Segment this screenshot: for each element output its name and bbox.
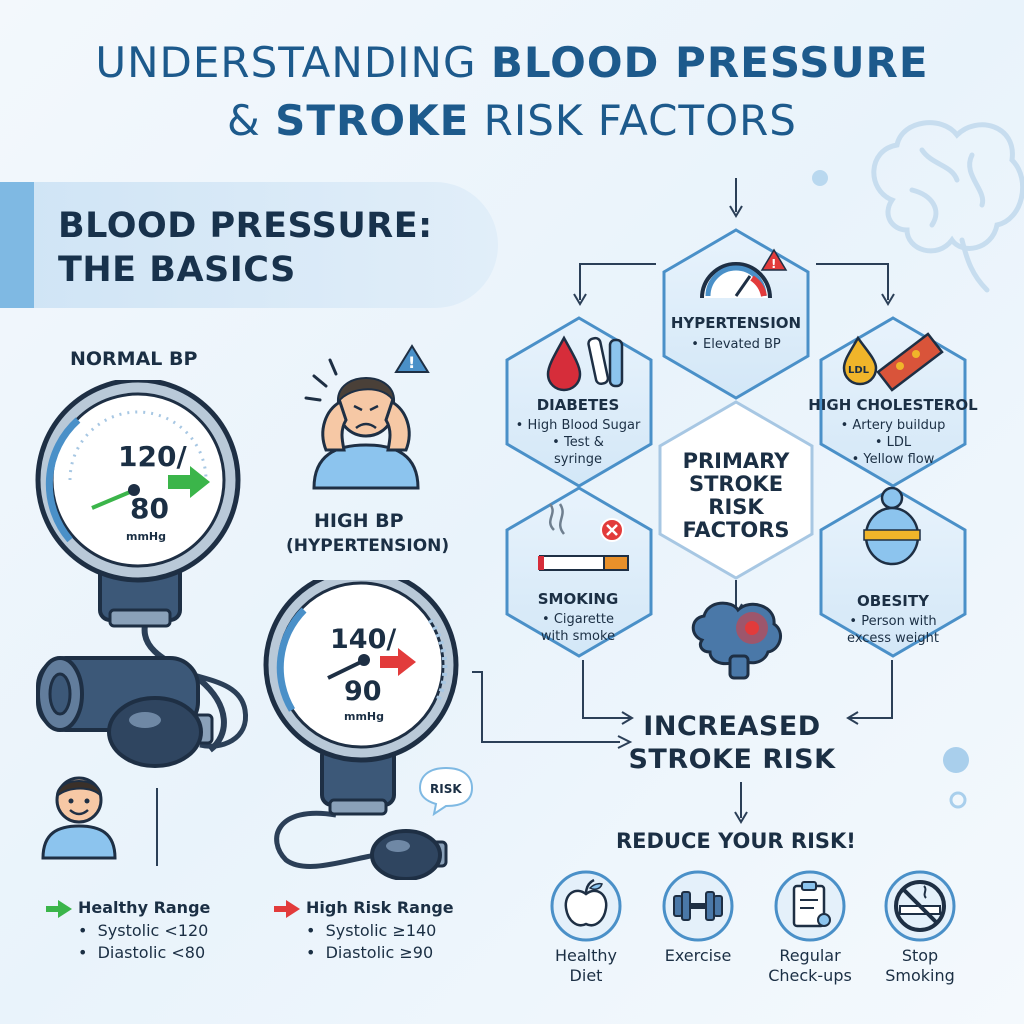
- stressed-person-icon: !: [304, 344, 430, 490]
- svg-text:RISK: RISK: [430, 782, 462, 796]
- diabetes-factor: DIABETES • High Blood Sugar • Test & syr…: [515, 396, 641, 467]
- ldl-artery-icon: LDL: [842, 332, 944, 392]
- high-gauge-top: 140/: [330, 624, 396, 655]
- hypertension-gauge-icon: !: [700, 248, 788, 299]
- risk-speech-bubble: RISK: [418, 766, 474, 816]
- healthy-range-title: Healthy Range: [78, 898, 211, 917]
- hex-obesity: [819, 486, 967, 658]
- high-bp-label: HIGH BP: [314, 510, 404, 532]
- apple-icon: [550, 870, 622, 942]
- tip-exercise: Exercise: [664, 946, 732, 965]
- basics-banner: BLOOD PRESSURE:THE BASICS: [0, 182, 498, 308]
- connector-arrow: [472, 671, 633, 749]
- red-arrow-icon: [274, 900, 300, 918]
- svg-text:LDL: LDL: [848, 365, 870, 376]
- increased-stroke-risk: INCREASED STROKE RISK: [628, 711, 836, 775]
- high-bp-gauge: 140/ 90 mmHg: [263, 580, 459, 880]
- blood-drop-icon: [546, 335, 624, 392]
- high-risk-range-item: • Systolic ≥140: [306, 921, 437, 940]
- dumbbell-icon: [662, 870, 734, 942]
- decor-dots-icon: [943, 747, 969, 809]
- risk-factor-network: ! LDL: [505, 178, 967, 725]
- stroke-brain-icon: [691, 601, 783, 680]
- hypertension-factor: HYPERTENSION • Elevated BP: [670, 314, 802, 352]
- high-gauge-bottom: 90: [344, 676, 382, 707]
- high-gauge-unit: mmHg: [344, 710, 384, 723]
- smoking-factor: SMOKING • Cigarette with smoke: [537, 590, 619, 644]
- normal-gauge-unit: mmHg: [126, 530, 166, 543]
- normal-gauge-bottom: 80: [130, 492, 169, 525]
- healthy-range-item: • Diastolic <80: [78, 943, 206, 962]
- svg-text:!: !: [408, 353, 415, 372]
- down-arrow: [734, 782, 748, 824]
- healthy-person-icon: [41, 776, 117, 860]
- divider-line: [156, 788, 158, 866]
- primary-risk-factors-center: PRIMARY STROKE RISK FACTORS: [682, 449, 790, 542]
- brain-outline-icon: [871, 120, 1024, 293]
- obese-person-icon: [863, 486, 921, 566]
- cholesterol-factor: HIGH CHOLESTEROL • Artery buildup • LDL …: [808, 396, 978, 467]
- normal-bp-label: NORMAL BP: [70, 348, 198, 370]
- no-smoking-icon: [884, 870, 956, 942]
- page-title-line1: UNDERSTANDING BLOOD PRESSURE: [95, 38, 929, 87]
- high-risk-range-item: • Diastolic ≥90: [306, 943, 434, 962]
- green-arrow-icon: [46, 900, 72, 918]
- cigarette-icon: [538, 503, 629, 571]
- svg-text:!: !: [771, 257, 776, 271]
- high-risk-range-title: High Risk Range: [306, 898, 454, 917]
- obesity-factor: OBESITY • Person with excess weight: [847, 592, 939, 646]
- high-bp-sublabel: (HYPERTENSION): [286, 536, 450, 556]
- decor-dot-icon: [812, 170, 828, 186]
- hex-center: [658, 400, 814, 580]
- normal-bp-gauge: 120/ 80 mmHg: [35, 380, 248, 768]
- clipboard-icon: [774, 870, 846, 942]
- page-title-line2: & STROKE RISK FACTORS: [227, 96, 797, 145]
- reduce-risk-title: REDUCE YOUR RISK!: [616, 829, 856, 853]
- normal-gauge-top: 120/: [118, 440, 187, 473]
- hex-hypertension: [662, 228, 810, 400]
- healthy-range-item: • Systolic <120: [78, 921, 209, 940]
